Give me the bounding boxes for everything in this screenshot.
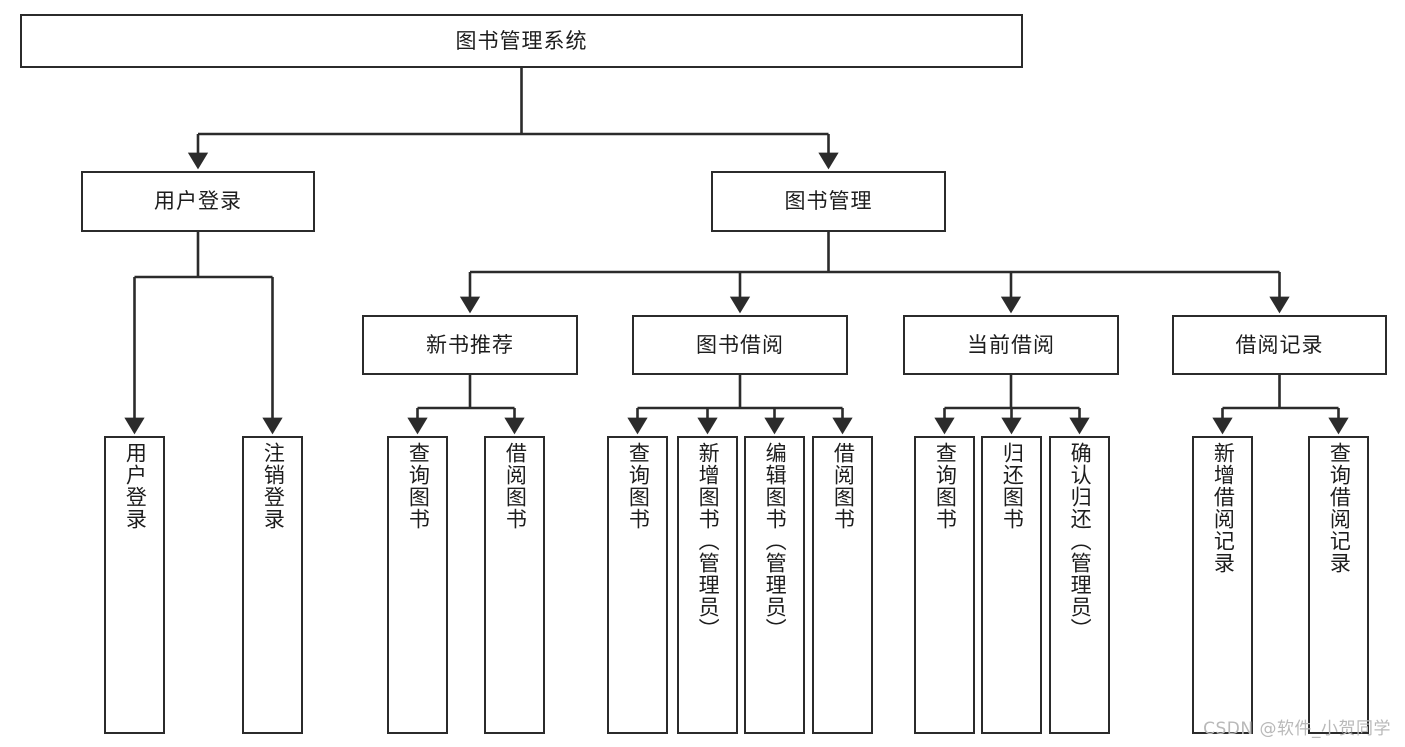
node-leaf-user-login[interactable]: 用户登录 bbox=[104, 436, 165, 734]
node-book-management[interactable]: 图书管理 bbox=[711, 171, 946, 232]
node-label-borrow-record: 借阅记录 bbox=[1235, 332, 1324, 357]
connector-bus-book-management bbox=[470, 232, 1280, 274]
node-label-root: 图书管理系统 bbox=[455, 28, 588, 53]
node-book-borrow[interactable]: 图书借阅 bbox=[632, 315, 848, 375]
node-label-current-borrow: 当前借阅 bbox=[967, 332, 1055, 357]
node-leaf-user-logout[interactable]: 注销登录 bbox=[242, 436, 303, 734]
node-leaf-add-book[interactable]: 新增图书（管理员） bbox=[677, 436, 738, 734]
node-root[interactable]: 图书管理系统 bbox=[20, 14, 1023, 68]
node-label-leaf-query-book-borrow: 查询图书 bbox=[626, 442, 651, 530]
node-label-leaf-borrow-book: 借阅图书 bbox=[831, 442, 856, 530]
node-label-leaf-return-book: 归还图书 bbox=[1000, 442, 1025, 530]
node-user-login[interactable]: 用户登录 bbox=[81, 171, 315, 232]
node-current-borrow[interactable]: 当前借阅 bbox=[903, 315, 1119, 375]
node-leaf-edit-book[interactable]: 编辑图书（管理员） bbox=[744, 436, 805, 734]
node-leaf-query-borrow-record[interactable]: 查询借阅记录 bbox=[1308, 436, 1369, 734]
node-new-book-recommend[interactable]: 新书推荐 bbox=[362, 315, 578, 375]
node-leaf-query-book-borrow[interactable]: 查询图书 bbox=[607, 436, 668, 734]
connector-bus-user-login bbox=[134, 232, 273, 279]
node-leaf-query-book-recommend[interactable]: 查询图书 bbox=[387, 436, 448, 734]
connector-bus-book-borrow bbox=[637, 375, 843, 410]
node-leaf-query-book-current[interactable]: 查询图书 bbox=[914, 436, 975, 734]
node-leaf-borrow-book-recommend[interactable]: 借阅图书 bbox=[484, 436, 545, 734]
node-leaf-confirm-return[interactable]: 确认归还（管理员） bbox=[1049, 436, 1110, 734]
node-leaf-add-borrow-record[interactable]: 新增借阅记录 bbox=[1192, 436, 1253, 734]
node-label-book-borrow: 图书借阅 bbox=[696, 332, 784, 357]
node-label-leaf-user-logout: 注销登录 bbox=[261, 442, 286, 530]
connector-bus-borrow-record bbox=[1222, 375, 1339, 410]
node-label-leaf-query-book-current: 查询图书 bbox=[933, 442, 958, 530]
connector-bus-current-borrow bbox=[944, 375, 1080, 410]
node-label-leaf-edit-book: 编辑图书（管理员） bbox=[763, 442, 788, 640]
node-label-leaf-borrow-book-recommend: 借阅图书 bbox=[503, 442, 528, 530]
node-label-user-login: 用户登录 bbox=[154, 189, 242, 214]
node-label-leaf-user-login: 用户登录 bbox=[123, 442, 148, 530]
node-label-leaf-add-book: 新增图书（管理员） bbox=[696, 442, 721, 640]
connector-bus-new-book-recommend bbox=[417, 375, 515, 410]
node-label-new-book-recommend: 新书推荐 bbox=[426, 332, 514, 357]
node-leaf-borrow-book[interactable]: 借阅图书 bbox=[812, 436, 873, 734]
connector-bus-root bbox=[198, 68, 829, 136]
node-label-leaf-query-book-recommend: 查询图书 bbox=[406, 442, 431, 530]
node-label-leaf-confirm-return: 确认归还（管理员） bbox=[1068, 442, 1093, 640]
node-leaf-return-book[interactable]: 归还图书 bbox=[981, 436, 1042, 734]
watermark-text: CSDN @软件_小贺同学 bbox=[1203, 719, 1391, 739]
node-label-book-management: 图书管理 bbox=[784, 189, 873, 214]
node-label-leaf-add-borrow-record: 新增借阅记录 bbox=[1211, 442, 1236, 574]
node-borrow-record[interactable]: 借阅记录 bbox=[1172, 315, 1387, 375]
node-label-leaf-query-borrow-record: 查询借阅记录 bbox=[1327, 442, 1352, 574]
